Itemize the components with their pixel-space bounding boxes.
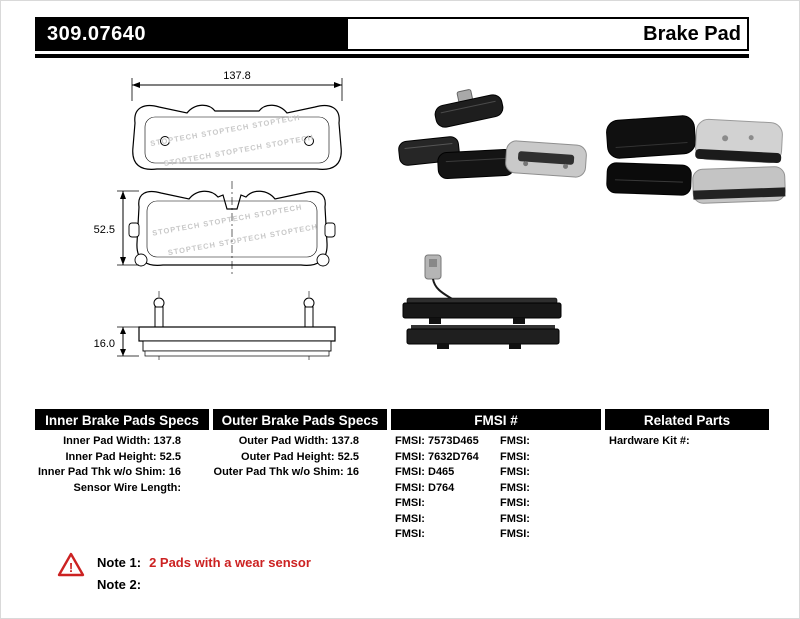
note-2: Note 2: <box>97 577 149 592</box>
header-rule <box>35 54 749 58</box>
fmsi-column-2: FMSI: FMSI: FMSI: FMSI: FMSI: FMSI: FMSI… <box>496 434 601 543</box>
fmsi-row: FMSI: D465 <box>395 466 455 478</box>
inner-spec-row: Inner Pad Height: 52.5 <box>65 450 181 463</box>
inner-spec-row: Sensor Wire Length: <box>73 481 181 494</box>
width-dimension-label: 137.8 <box>223 70 251 82</box>
drawing-view-edge-profile <box>138 291 336 363</box>
product-photos <box>398 89 786 349</box>
related-parts-row: Hardware Kit #: <box>609 435 690 447</box>
photo-pad-stack-with-sensor <box>402 254 562 349</box>
part-number: 309.07640 <box>37 19 348 49</box>
note-2-label: Note 2: <box>97 577 142 592</box>
photo-pad-group-right <box>606 115 786 204</box>
fmsi-table: FMSI # FMSI: 7573D465 FMSI: 7632D764 FMS… <box>391 409 601 543</box>
wear-sensor <box>424 254 456 302</box>
width-dimension: 137.8 <box>131 70 343 101</box>
outer-specs-header: Outer Brake Pads Specs <box>213 409 387 430</box>
fmsi-row: FMSI: <box>395 497 425 509</box>
inner-spec-row: Inner Pad Width: 137.8 <box>63 435 181 447</box>
outer-spec-row: Outer Pad Width: 137.8 <box>238 435 359 447</box>
fmsi-header: FMSI # <box>391 409 601 430</box>
note-1-label: Note 1: <box>97 555 142 570</box>
fmsi-row: FMSI: <box>395 512 425 525</box>
fmsi-row: FMSI: 7632D764 <box>395 450 479 463</box>
drawing-view-pad-face: STOPTECH STOPTECH STOPTECH STOPTECH STOP… <box>128 181 336 277</box>
technical-drawing: 137.8 STOPTECH STOPTECH STOPTECH STOPTEC… <box>94 70 343 363</box>
thickness-dimension: 16.0 <box>94 326 139 357</box>
svg-text:!: ! <box>69 560 73 575</box>
fmsi-row: FMSI: <box>500 450 530 463</box>
thickness-dimension-label: 16.0 <box>94 338 115 350</box>
fmsi-row: FMSI: <box>500 528 530 540</box>
fmsi-row: FMSI: <box>500 435 530 447</box>
related-parts-table: Related Parts Hardware Kit #: <box>605 409 769 450</box>
fmsi-row: FMSI: 7573D465 <box>395 435 479 447</box>
height-dimension: 52.5 <box>94 190 139 266</box>
height-dimension-label: 52.5 <box>94 224 115 236</box>
outer-spec-row: Outer Pad Thk w/o Shim: 16 <box>213 466 359 478</box>
related-parts-header: Related Parts <box>605 409 769 430</box>
note-1-text: 2 Pads with a wear sensor <box>149 555 311 570</box>
notes-section: ! Note 1: 2 Pads with a wear sensor Note … <box>57 549 477 605</box>
fmsi-column-1: FMSI: 7573D465 FMSI: 7632D764 FMSI: D465… <box>391 434 496 543</box>
note-1: Note 1: 2 Pads with a wear sensor <box>97 555 311 570</box>
fmsi-row: FMSI: D764 <box>395 481 455 494</box>
outer-specs-table: Outer Brake Pads Specs Outer Pad Width: … <box>213 409 387 481</box>
fmsi-row: FMSI: <box>500 512 530 525</box>
outer-spec-row: Outer Pad Height: 52.5 <box>241 450 359 463</box>
inner-specs-table: Inner Brake Pads Specs Inner Pad Width: … <box>35 409 209 496</box>
warning-icon: ! <box>57 552 85 577</box>
header-bar: 309.07640 Brake Pad <box>35 17 749 51</box>
fmsi-row: FMSI: <box>500 497 530 509</box>
inner-specs-header: Inner Brake Pads Specs <box>35 409 209 430</box>
inner-spec-row: Inner Pad Thk w/o Shim: 16 <box>37 466 181 478</box>
drawing-view-backplate: STOPTECH STOPTECH STOPTECH STOPTECH STOP… <box>132 104 342 170</box>
photo-pad-group-left <box>398 89 587 180</box>
fmsi-row: FMSI: <box>500 466 530 478</box>
fmsi-row: FMSI: <box>500 481 530 494</box>
product-name: Brake Pad <box>643 22 741 45</box>
header: 309.07640 Brake Pad <box>35 17 749 58</box>
fmsi-row: FMSI: <box>395 528 425 540</box>
